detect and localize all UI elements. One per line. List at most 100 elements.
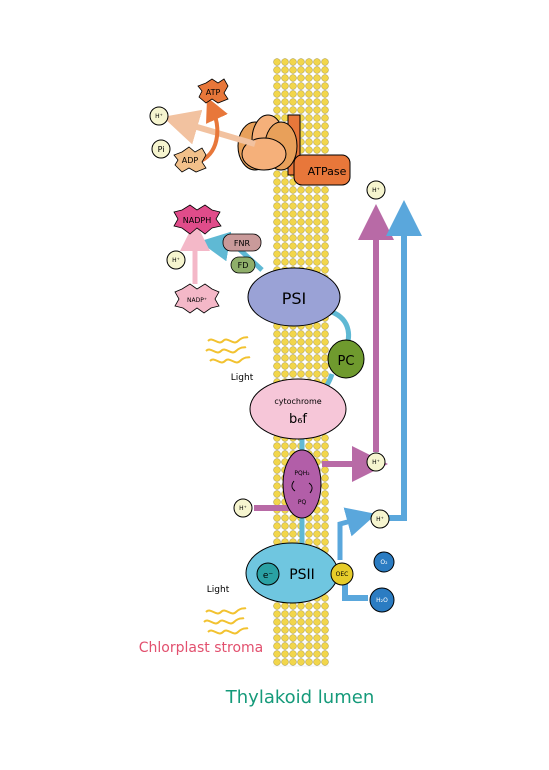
lipid-head [297,250,305,258]
lipid-head [281,634,289,642]
fnr-pill: FNR [222,233,262,252]
lipid-head [289,634,297,642]
lipid-head [321,482,329,490]
lipid-head [305,634,313,642]
lipid-head [297,58,305,66]
lipid-head [321,498,329,506]
lipid-head [273,658,281,666]
lipid-head [289,338,297,346]
lipid-head [273,354,281,362]
lipid-head [273,370,281,378]
lipid-head [289,242,297,250]
lipid-head [305,658,313,666]
lipid-head [289,642,297,650]
lipid-head [305,98,313,106]
lipid-head [313,90,321,98]
lipid-head [321,626,329,634]
atpase-body [293,154,351,186]
stroma-label: Chlorplast stroma [139,640,263,656]
lipid-head [305,258,313,266]
lipid-head [289,626,297,634]
svg-text:PC: PC [338,354,355,369]
lipid-head [289,186,297,194]
lipid-head [305,186,313,194]
lipid-head [273,482,281,490]
lipid-head [305,114,313,122]
lipid-head [305,122,313,130]
lipid-head [321,210,329,218]
pi-circle: Pi [151,139,171,159]
lipid-head [305,218,313,226]
lipid-head [305,330,313,338]
lipid-head [289,90,297,98]
lipid-head [281,74,289,82]
lipid-head [297,234,305,242]
lipid-head [273,210,281,218]
lipid-head [313,634,321,642]
lipid-head [313,226,321,234]
lipid-head [305,202,313,210]
lipid-head [297,354,305,362]
lipid-head [297,634,305,642]
lipid-head [281,202,289,210]
hplus-nadp: H⁺ [166,250,186,270]
lipid-head [305,234,313,242]
lipid-head [273,66,281,74]
lipid-head [321,242,329,250]
lipid-head [321,474,329,482]
lipid-head [289,210,297,218]
lipid-head [313,218,321,226]
lipid-head [281,186,289,194]
svg-text:cytochrome: cytochrome [274,397,321,406]
lipid-head [273,242,281,250]
lipid-head [321,346,329,354]
svg-text:H⁺: H⁺ [376,516,384,523]
lipid-head [305,58,313,66]
lipid-head [313,370,321,378]
lipid-head [297,618,305,626]
lipid-head [273,634,281,642]
lipid-head [313,346,321,354]
lipid-head [297,242,305,250]
svg-text:PQ: PQ [298,499,307,506]
lipid-head [321,258,329,266]
lipid-head [281,450,289,458]
lipid-head [313,330,321,338]
lipid-head [313,66,321,74]
lipid-head [273,338,281,346]
lipid-head [281,626,289,634]
lipid-head [281,338,289,346]
lipid-head [289,74,297,82]
lipid-head [305,138,313,146]
hplus-pq-out: H⁺ [366,452,386,472]
lipid-head [321,186,329,194]
atpase-label: ATPase [308,165,347,178]
lipid-head [281,522,289,530]
lipid-head [289,618,297,626]
lipid-head [273,450,281,458]
lipid-head [289,106,297,114]
lipid-head [289,218,297,226]
cycle-arrows-icon [291,480,313,494]
lipid-head [273,642,281,650]
lipid-head [289,610,297,618]
lipid-head [321,642,329,650]
svg-text:OEC: OEC [336,571,349,578]
lipid-head [281,514,289,522]
lipid-head [273,610,281,618]
lipid-head [313,642,321,650]
lipid-head [281,106,289,114]
lipid-head [321,602,329,610]
lipid-head [313,530,321,538]
lipid-head [297,338,305,346]
lipid-head [297,642,305,650]
lipid-head [313,234,321,242]
lipid-head [281,346,289,354]
lipid-head [297,258,305,266]
lipid-head [273,250,281,258]
lipid-head [305,338,313,346]
lipid-head [305,226,313,234]
lipid-head [273,458,281,466]
light-icon-upper: Light [205,336,254,383]
